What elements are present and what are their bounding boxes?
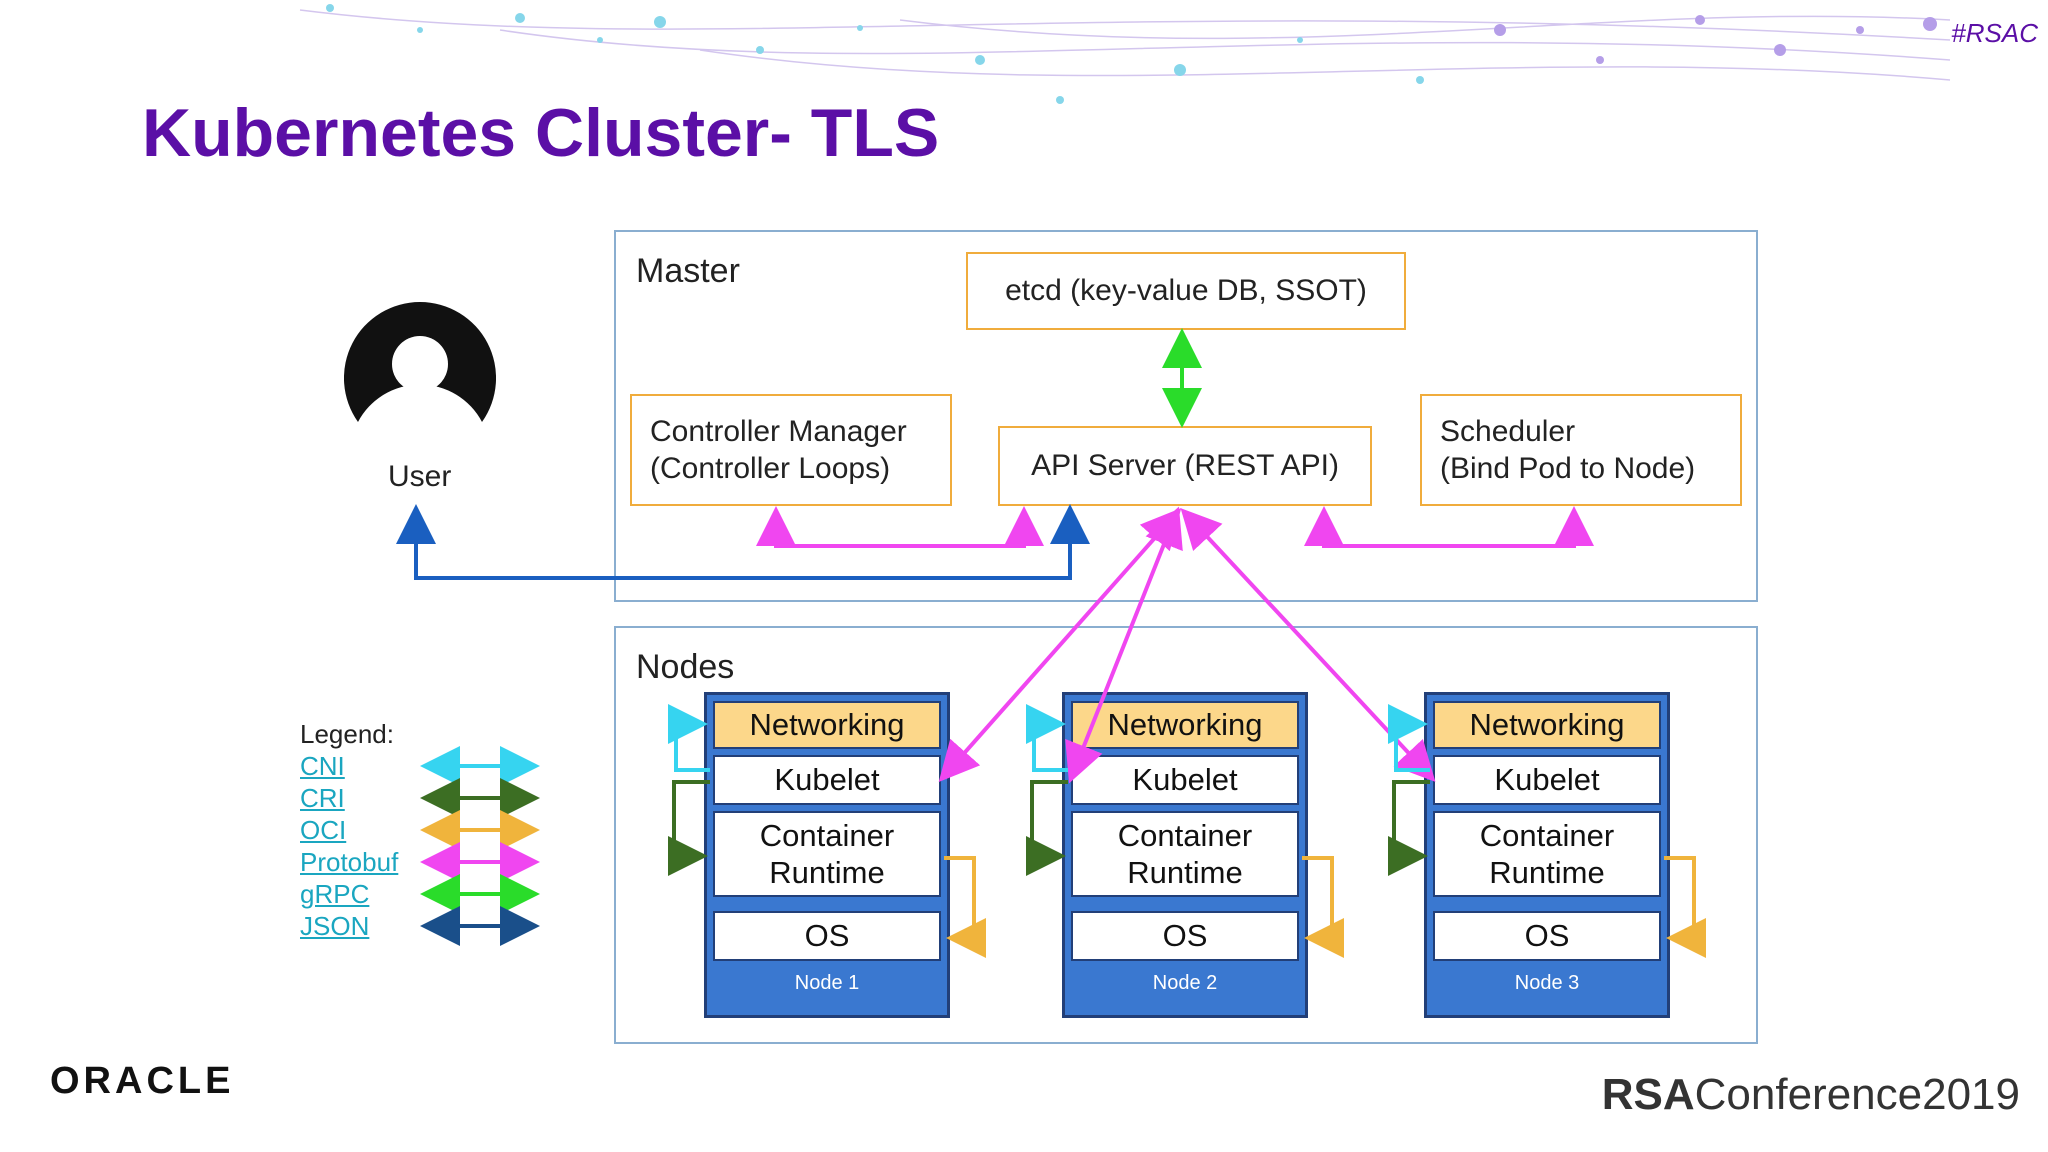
controller-api-protobuf-arrow xyxy=(756,506,1044,548)
node1-oci-loop xyxy=(944,856,986,958)
node2-cri-loop xyxy=(1026,780,1068,876)
node-3-runtime-line1: Container xyxy=(1479,817,1615,853)
legend-protobuf[interactable]: Protobuf xyxy=(300,847,399,877)
controller-manager-line1: Controller Manager xyxy=(650,414,907,448)
node-2-name: Node 2 xyxy=(1152,972,1218,994)
node-2-container-runtime: Container Runtime xyxy=(1071,811,1299,897)
scheduler-api-protobuf-arrow xyxy=(1304,506,1594,548)
legend-oci[interactable]: OCI xyxy=(300,815,347,845)
decorative-wave xyxy=(299,4,1951,104)
node2-oci-loop xyxy=(1302,856,1344,958)
node3-oci-loop xyxy=(1664,856,1706,958)
api-kubelet2-protobuf-arrow xyxy=(1065,506,1183,784)
legend-json[interactable]: JSON xyxy=(300,911,370,941)
rsa-logo-rest: Conference2019 xyxy=(1694,1070,2020,1119)
controller-manager-line2: (Controller Loops) xyxy=(650,452,891,485)
node-1-os: OS xyxy=(713,911,941,961)
node1-cri-loop xyxy=(668,780,710,876)
node2-cni-loop xyxy=(1026,704,1068,772)
node-3-name: Node 3 xyxy=(1514,972,1580,994)
node-3-kubelet: Kubelet xyxy=(1433,755,1661,805)
oracle-logo: ORACLE xyxy=(50,1060,235,1102)
node-2-runtime-line2: Runtime xyxy=(1127,855,1243,890)
legend-cri[interactable]: CRI xyxy=(300,783,345,813)
node-2-os: OS xyxy=(1071,911,1299,961)
etcd-box: etcd (key-value DB, SSOT) xyxy=(966,252,1406,330)
node-3-container-runtime: Container Runtime xyxy=(1433,811,1661,897)
user-label: User xyxy=(388,460,452,493)
hashtag: #RSAC xyxy=(1951,18,2038,48)
legend-cni[interactable]: CNI xyxy=(300,751,345,781)
node-1: Networking Kubelet Container Runtime OS … xyxy=(704,692,950,1018)
node-3-os: OS xyxy=(1433,911,1661,961)
legend-grpc[interactable]: gRPC xyxy=(300,879,370,909)
node1-cni-loop xyxy=(668,704,710,772)
node3-cni-loop xyxy=(1388,704,1430,772)
node3-cri-loop xyxy=(1388,780,1430,876)
legend-title: Legend: xyxy=(300,719,394,749)
node-1-networking: Networking xyxy=(713,701,941,749)
node-1-runtime-line2: Runtime xyxy=(769,855,885,890)
master-label: Master xyxy=(636,252,740,290)
scheduler-line1: Scheduler xyxy=(1440,414,1576,448)
node-1-runtime-line1: Container xyxy=(759,817,895,853)
slide-title: Kubernetes Cluster- TLS xyxy=(142,95,940,171)
node-3-runtime-line2: Runtime xyxy=(1489,855,1605,890)
node-2-runtime-line1: Container xyxy=(1117,817,1253,853)
user-avatar-icon xyxy=(344,302,496,422)
node-1-kubelet: Kubelet xyxy=(713,755,941,805)
node-1-container-runtime: Container Runtime xyxy=(713,811,941,897)
api-kubelet3-protobuf-arrow xyxy=(1180,508,1436,782)
scheduler-box: Scheduler (Bind Pod to Node) xyxy=(1420,394,1742,506)
scheduler-line2: (Bind Pod to Node) xyxy=(1440,452,1696,485)
api-kubelet1-protobuf-arrow xyxy=(938,508,1182,782)
rsa-logo-bold: RSA xyxy=(1601,1070,1695,1119)
nodes-label: Nodes xyxy=(636,648,735,686)
controller-manager-box: Controller Manager (Controller Loops) xyxy=(630,394,952,506)
rsa-conference-logo: RSAConference2019 xyxy=(1602,1070,2020,1120)
node-3-networking: Networking xyxy=(1433,701,1661,749)
node-1-name: Node 1 xyxy=(794,972,860,994)
